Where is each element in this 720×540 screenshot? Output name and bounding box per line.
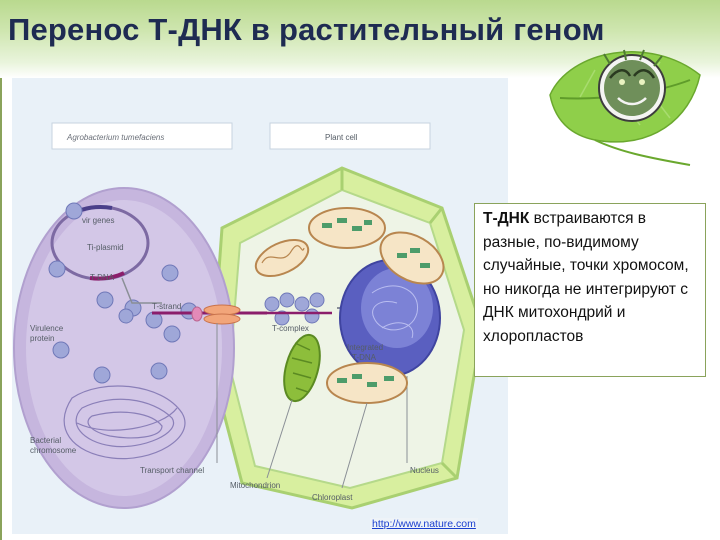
slide-title: Перенос Т-ДНК в растительный геном — [8, 12, 605, 47]
bacterial-chromosome-label-2: chromosome — [30, 446, 77, 455]
bacterial-chromosome-label-1: Bacterial — [30, 436, 61, 445]
transport-channel-label: Transport channel — [140, 466, 204, 475]
mitochondrion-lower — [283, 333, 321, 403]
source-link[interactable]: http://www.nature.com — [370, 518, 478, 530]
t-strand-label: T-strand — [152, 302, 181, 311]
plant-cell-header-box — [269, 122, 431, 150]
ti-plasmid-label: Ti-plasmid — [87, 243, 124, 252]
t-complex-label: T-complex — [272, 324, 309, 333]
chloroplast-right — [379, 231, 445, 285]
t-dna-label: T-DNA — [90, 273, 115, 282]
virulence-protein-label-1: Virulence — [30, 324, 64, 333]
vir-genes-label: vir genes — [82, 216, 114, 225]
leaf-emblem-icon — [549, 49, 701, 166]
integrated-t-dna-label-1: Integrated — [347, 343, 383, 352]
agrobacterium-header-box — [51, 122, 233, 150]
diagram-figure: Agrobacterium tumefaciens Plant cell vir… — [12, 78, 508, 534]
callout-box: Т-ДНК встраиваются в разные, по-видимому… — [474, 203, 706, 377]
mitochondrion-top — [254, 238, 310, 278]
bacterial-chromosome — [63, 385, 186, 460]
nucleus-label: Nucleus — [410, 466, 439, 475]
agrobacterium-header: Agrobacterium tumefaciens — [66, 133, 164, 142]
integrated-t-dna-label-2: T-DNA — [352, 353, 377, 362]
left-rule — [0, 78, 2, 540]
t-strand-arrow — [121, 277, 162, 304]
chloroplast-bottom — [326, 362, 408, 404]
mitochondrion-label: Mitochondrion — [230, 481, 280, 490]
diagram-svg: Agrobacterium tumefaciens Plant cell vir… — [13, 122, 484, 510]
virulence-proteins — [48, 202, 198, 384]
transport-channel — [191, 304, 241, 325]
plant-cell-header: Plant cell — [325, 133, 358, 142]
callout-text: встраиваются в разные, по-видимому случа… — [483, 210, 689, 345]
callout-bold-term: Т-ДНК — [483, 210, 530, 227]
nuclear-chromatin — [371, 285, 418, 339]
virulence-protein-label-2: protein — [30, 334, 54, 343]
t-complex — [264, 292, 325, 326]
chloroplast-top — [308, 207, 386, 249]
t-dna-segment — [89, 271, 125, 281]
chloroplast-label: Chloroplast — [312, 493, 353, 502]
